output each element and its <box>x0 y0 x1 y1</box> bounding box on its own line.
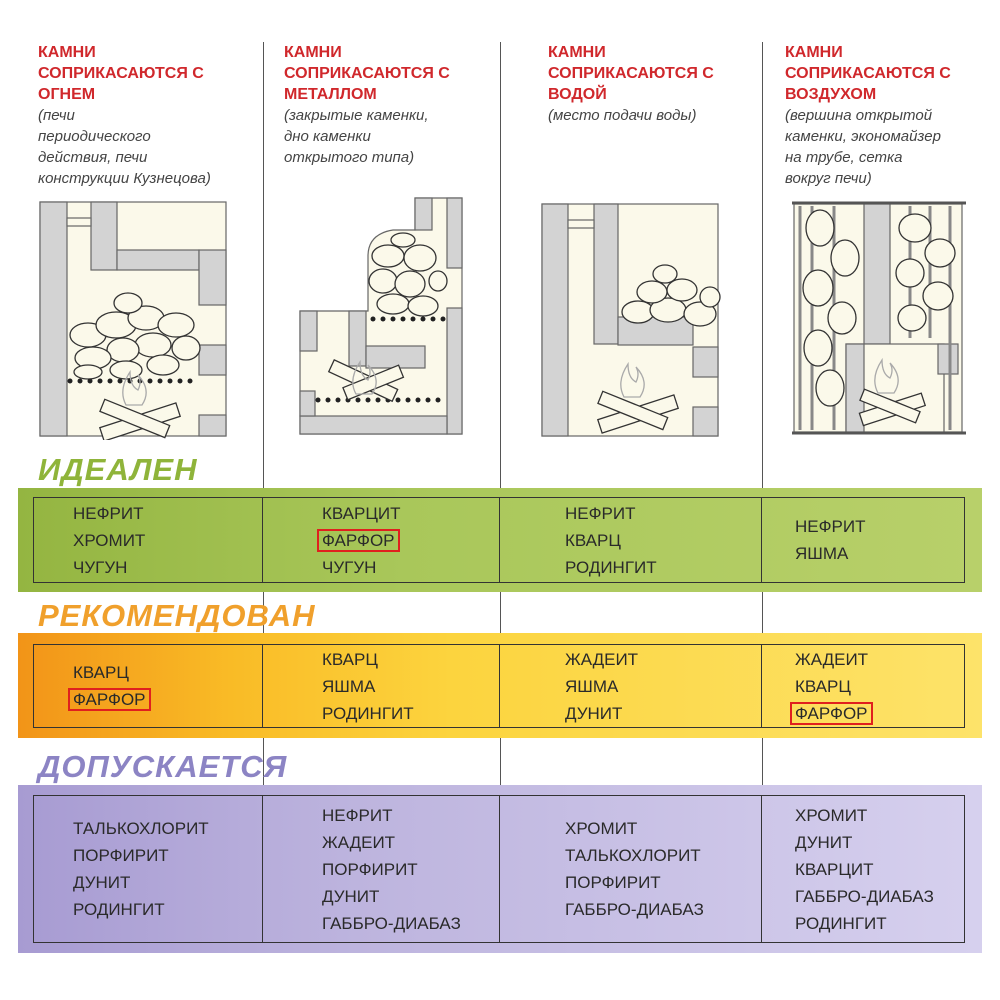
stone-item: РОДИНГИТ <box>795 913 887 933</box>
column-header-fire: КАМНИ СОПРИКАСАЮТСЯ С ОГНЕМ (печи период… <box>38 42 268 189</box>
stone-item: ЯШМА <box>795 544 849 563</box>
column-title: КАМНИ СОПРИКАСАЮТСЯ С ВОЗДУХОМ <box>785 44 951 103</box>
level-table-recommended: КВАРЦ ФАРФОР КВАРЦ ЯШМА РОДИНГИТ ЖАДЕИТ … <box>33 644 965 728</box>
stone-item: НЕФРИТ <box>795 517 866 536</box>
stone-item: ЯШМА <box>565 676 619 696</box>
column-subtitle: (печи периодического действия, печи конс… <box>38 107 211 187</box>
stone-item: КВАРЦИТ <box>322 503 401 523</box>
stone-item: НЕФРИТ <box>565 503 636 523</box>
column-title: КАМНИ СОПРИКАСАЮТСЯ С МЕТАЛЛОМ <box>284 44 450 103</box>
stone-item: ПОРФИРИТ <box>73 846 169 865</box>
level-title-allowed: ДОПУСКАЕТСЯ <box>38 749 288 784</box>
stone-item-highlighted: ФАРФОР <box>790 700 964 727</box>
stone-item: ГАББРО-ДИАБАЗ <box>565 900 704 919</box>
level-title-ideal: ИДЕАЛЕН <box>38 452 198 487</box>
stone-item-highlighted: ФАРФОР <box>317 527 499 554</box>
stone-item: КВАРЦ <box>565 530 621 550</box>
cell-water: ХРОМИТ ТАЛЬКОХЛОРИТ ПОРФИРИТ ГАББРО-ДИАБ… <box>500 796 762 942</box>
column-header-air: КАМНИ СОПРИКАСАЮТСЯ С ВОЗДУХОМ (вершина … <box>785 42 1000 189</box>
cell-air: ХРОМИТ ДУНИТ КВАРЦИТ ГАББРО-ДИАБАЗ РОДИН… <box>762 796 964 942</box>
stove-diagram-air <box>792 201 966 435</box>
stone-item: ГАББРО-ДИАБАЗ <box>795 886 934 906</box>
stone-item: ХРОМИТ <box>73 530 146 550</box>
stone-item: ХРОМИТ <box>795 805 868 825</box>
level-table-allowed: ТАЛЬКОХЛОРИТ ПОРФИРИТ ДУНИТ РОДИНГИТ НЕФ… <box>33 795 965 943</box>
stone-item-highlighted: ФАРФОР <box>68 686 262 713</box>
stone-item: ПОРФИРИТ <box>322 859 418 879</box>
stone-item: ПОРФИРИТ <box>565 873 661 892</box>
column-header-metal: КАМНИ СОПРИКАСАЮТСЯ С МЕТАЛЛОМ (закрытые… <box>284 42 514 168</box>
level-band-allowed: ТАЛЬКОХЛОРИТ ПОРФИРИТ ДУНИТ РОДИНГИТ НЕФ… <box>18 785 982 953</box>
stone-item: ДУНИТ <box>565 703 623 723</box>
column-title: КАМНИ СОПРИКАСАЮТСЯ С ОГНЕМ <box>38 44 204 103</box>
level-band-recommended: КВАРЦ ФАРФОР КВАРЦ ЯШМА РОДИНГИТ ЖАДЕИТ … <box>18 633 982 738</box>
stone-item: ЖАДЕИТ <box>322 832 396 852</box>
stone-item: ЧУГУН <box>73 557 128 577</box>
stone-item: ДУНИТ <box>795 832 853 852</box>
cell-air: НЕФРИТ ЯШМА <box>762 498 964 582</box>
stone-item: ЖАДЕИТ <box>795 649 869 669</box>
column-subtitle: (место подачи воды) <box>548 107 697 124</box>
stone-item: НЕФРИТ <box>322 805 393 825</box>
stove-diagram-metal <box>299 197 463 435</box>
stone-item: ХРОМИТ <box>565 819 638 838</box>
stone-item: ДУНИТ <box>73 873 131 892</box>
level-table-ideal: НЕФРИТ ХРОМИТ ЧУГУН КВАРЦИТ ФАРФОР ЧУГУН… <box>33 497 965 583</box>
cell-fire: НЕФРИТ ХРОМИТ ЧУГУН <box>34 498 263 582</box>
stone-item: КВАРЦ <box>795 676 851 696</box>
cell-metal: КВАРЦ ЯШМА РОДИНГИТ <box>263 645 500 727</box>
stone-item: РОДИНГИТ <box>322 703 414 723</box>
level-band-ideal: НЕФРИТ ХРОМИТ ЧУГУН КВАРЦИТ ФАРФОР ЧУГУН… <box>18 488 982 592</box>
cell-water: ЖАДЕИТ ЯШМА ДУНИТ <box>500 645 762 727</box>
cell-air: ЖАДЕИТ КВАРЦ ФАРФОР <box>762 645 964 727</box>
cell-water: НЕФРИТ КВАРЦ РОДИНГИТ <box>500 498 762 582</box>
stone-item: РОДИНГИТ <box>73 900 165 919</box>
stone-item: ЧУГУН <box>322 557 377 577</box>
stone-item: РОДИНГИТ <box>565 557 657 577</box>
stone-item: КВАРЦ <box>322 649 378 669</box>
cell-fire: КВАРЦ ФАРФОР <box>34 645 263 727</box>
column-subtitle: (вершина открытой каменки, экономайзер н… <box>785 107 941 187</box>
cell-metal: КВАРЦИТ ФАРФОР ЧУГУН <box>263 498 500 582</box>
stone-item: НЕФРИТ <box>73 503 144 523</box>
column-title: КАМНИ СОПРИКАСАЮТСЯ С ВОДОЙ <box>548 44 714 103</box>
level-title-recommended: РЕКОМЕНДОВАН <box>38 598 316 633</box>
stone-item: ДУНИТ <box>322 886 380 906</box>
stone-item: ЯШМА <box>322 676 376 696</box>
stone-item: ЖАДЕИТ <box>565 649 639 669</box>
stone-item: КВАРЦ <box>73 663 129 682</box>
stone-item: ГАББРО-ДИАБАЗ <box>322 913 461 933</box>
stone-item: ТАЛЬКОХЛОРИТ <box>565 846 701 865</box>
cell-fire: ТАЛЬКОХЛОРИТ ПОРФИРИТ ДУНИТ РОДИНГИТ <box>34 796 263 942</box>
stone-item: КВАРЦИТ <box>795 859 874 879</box>
stove-diagram-water <box>541 203 721 437</box>
column-subtitle: (закрытые каменки, дно каменки открытого… <box>284 107 429 166</box>
stove-diagram-fire <box>39 201 227 440</box>
stone-item: ТАЛЬКОХЛОРИТ <box>73 819 209 838</box>
cell-metal: НЕФРИТ ЖАДЕИТ ПОРФИРИТ ДУНИТ ГАББРО-ДИАБ… <box>263 796 500 942</box>
column-header-water: КАМНИ СОПРИКАСАЮТСЯ С ВОДОЙ (место подач… <box>548 42 778 126</box>
